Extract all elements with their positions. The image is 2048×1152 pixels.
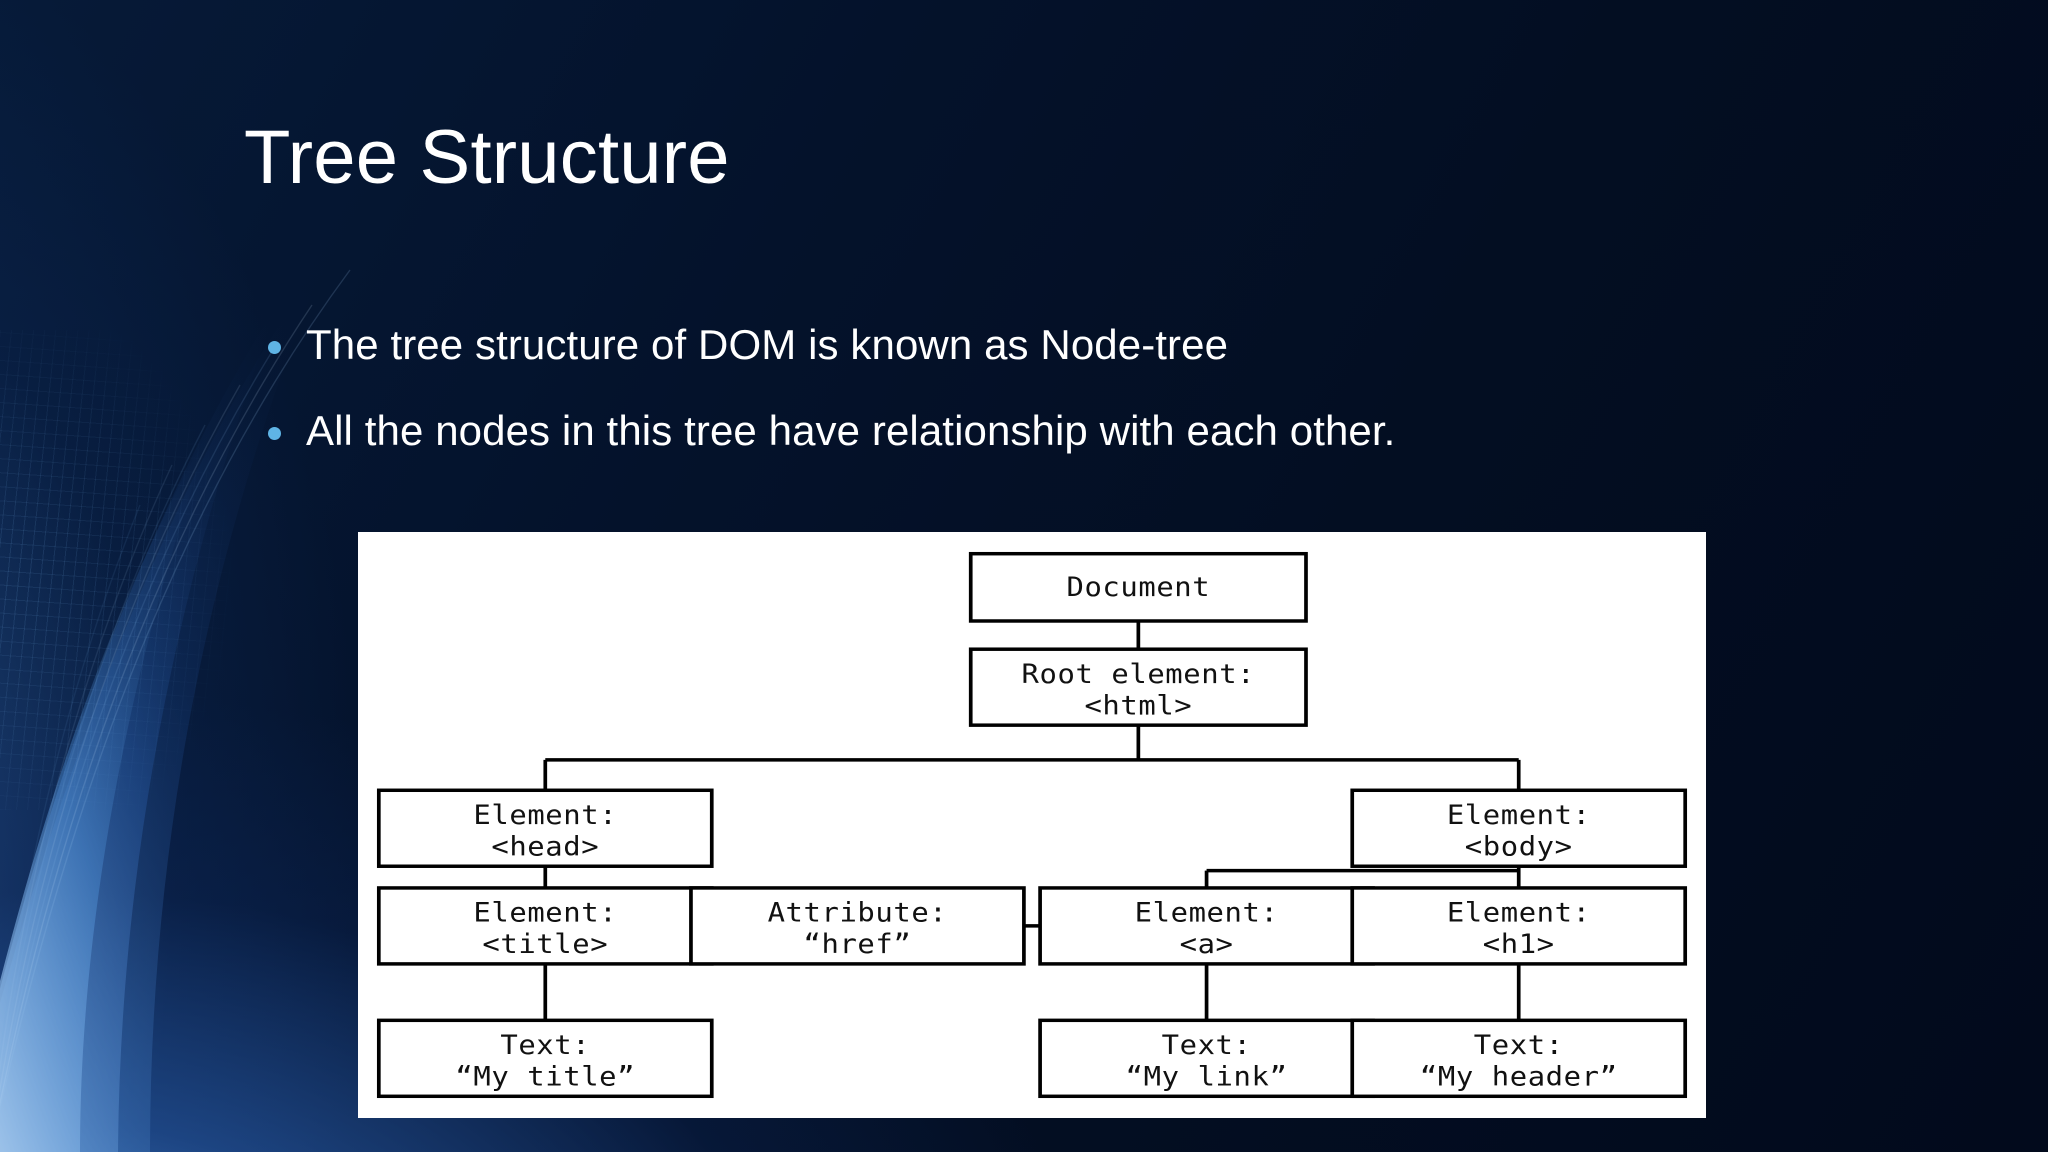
diagram-node-title: Element: <title> xyxy=(376,886,714,966)
node-label: Root element: xyxy=(1022,658,1256,690)
diagram-node-text-link: Text: “My link” xyxy=(1038,1018,1375,1099)
node-sublabel: “href” xyxy=(804,928,912,960)
bullet-list: The tree structure of DOM is known as No… xyxy=(268,320,1768,491)
node-label: Attribute: xyxy=(768,896,948,928)
diagram-node-html: Root element: <html> xyxy=(968,647,1308,727)
node-sublabel: <head> xyxy=(491,830,599,862)
node-label: Text: xyxy=(1162,1029,1252,1061)
node-sublabel: <title> xyxy=(482,928,608,960)
list-item: The tree structure of DOM is known as No… xyxy=(268,320,1768,370)
diagram-node-text-title: Text: “My title” xyxy=(376,1018,714,1099)
diagram-node-text-header: Text: “My header” xyxy=(1350,1018,1688,1099)
diagram-node-h1: Element: <h1> xyxy=(1350,886,1688,966)
bullet-dot-icon xyxy=(268,341,281,354)
node-label: Element: xyxy=(1447,896,1591,928)
node-label: Element: xyxy=(473,799,617,831)
bullet-text: The tree structure of DOM is known as No… xyxy=(306,321,1229,368)
diagram-node-anchor: Element: <a> xyxy=(1038,886,1375,966)
diagram-node-head: Element: <head> xyxy=(376,788,714,868)
dom-node-tree-diagram: Document Root element: <html> Element: <… xyxy=(358,532,1706,1118)
node-label: Element: xyxy=(473,896,617,928)
diagram-node-document: Document xyxy=(968,551,1308,623)
node-sublabel: “My header” xyxy=(1420,1060,1618,1092)
node-sublabel: “My link” xyxy=(1126,1060,1288,1092)
bullet-text: All the nodes in this tree have relation… xyxy=(306,406,1396,454)
node-sublabel: <html> xyxy=(1084,689,1192,721)
node-label: Element: xyxy=(1447,799,1591,831)
bullet-dot-icon xyxy=(268,426,281,440)
node-label: Document xyxy=(1066,571,1210,603)
diagram-connectors xyxy=(543,620,1521,1021)
node-sublabel: “My title” xyxy=(455,1060,635,1092)
background-mesh-texture xyxy=(0,330,300,810)
node-sublabel: <body> xyxy=(1465,830,1573,862)
node-label: Text: xyxy=(1474,1029,1564,1061)
diagram-node-body: Element: <body> xyxy=(1350,788,1688,868)
node-sublabel: <a> xyxy=(1180,928,1234,960)
node-label: Text: xyxy=(500,1029,590,1061)
list-item: All the nodes in this tree have relation… xyxy=(268,406,1768,456)
diagram-node-href: Attribute: “href” xyxy=(689,886,1026,966)
page-title: Tree Structure xyxy=(244,115,730,200)
node-label: Element: xyxy=(1135,896,1279,928)
node-sublabel: <h1> xyxy=(1483,928,1555,960)
